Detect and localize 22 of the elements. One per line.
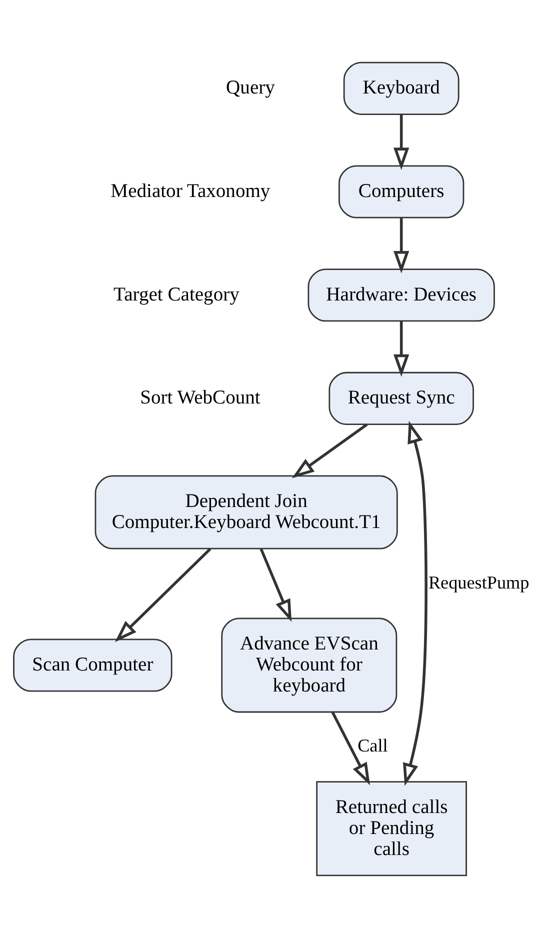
node-box: Request Sync (328, 372, 474, 425)
arrow (394, 114, 410, 170)
node-label: Target Category (114, 284, 240, 306)
arrow (292, 423, 368, 478)
arrow (331, 712, 370, 786)
node-box: Hardware: Devices (308, 268, 495, 322)
node-box: Dependent Join Computer.Keyboard Webcount.T1 (94, 475, 398, 550)
arrow (394, 218, 410, 274)
node-label: Sort WebCount (140, 388, 260, 409)
node-box: Computers (338, 165, 464, 218)
node-box: Returned calls or Pending calls (316, 781, 467, 876)
node-box: Scan Computer (13, 638, 172, 692)
edge-label: Call (358, 736, 388, 756)
node-box: Advance EVScan Webcount for keyboard (221, 618, 398, 713)
arrow (114, 548, 212, 642)
arrow (394, 321, 410, 377)
arrow (260, 548, 292, 622)
node-box: Keyboard (343, 62, 460, 115)
arrow (402, 420, 428, 786)
node-label: Mediator Taxonomy (110, 180, 270, 202)
node-label: Query (226, 78, 275, 99)
edge-label: RequestPump (428, 572, 530, 592)
